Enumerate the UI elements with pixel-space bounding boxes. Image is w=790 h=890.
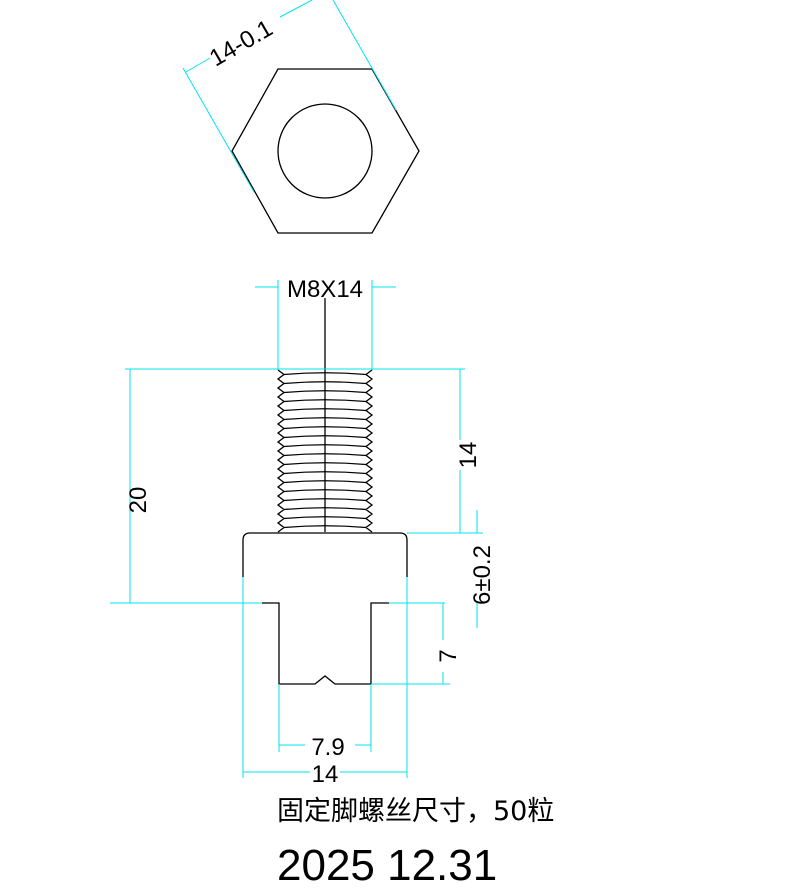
bore-circle — [277, 103, 373, 199]
head-height-label: 6±0.2 — [469, 545, 496, 605]
head-outline — [242, 532, 408, 577]
description-note: 固定脚螺丝尺寸，50粒 — [277, 796, 554, 827]
hex-dim-line-right — [279, 0, 313, 18]
thread-left-edge — [276, 369, 286, 533]
body-width-label: 14 — [312, 761, 339, 788]
slot-outline — [262, 602, 389, 685]
slot-width-label: 7.9 — [311, 734, 344, 761]
side-view: M8X14 20 14 6±0.2 7 7.9 14 — [110, 276, 496, 788]
hex-dim-line-left — [185, 57, 211, 73]
thread-right-edge — [364, 369, 374, 533]
total-height-label: 20 — [125, 487, 152, 514]
hex-extension-left — [182, 67, 255, 193]
hex-extension-right — [332, 0, 397, 111]
dimension-lines — [110, 280, 483, 778]
hex-dimension-label: 14-0.1 — [205, 15, 277, 72]
slot-depth-label: 7 — [435, 649, 462, 662]
hex-outline — [231, 68, 420, 234]
thread-length-label: 14 — [455, 442, 482, 469]
hex-top-view: 14-0.1 — [182, 0, 420, 234]
thread-dimension-label: M8X14 — [287, 276, 363, 303]
date-note: 2025 12.31 — [277, 841, 497, 890]
